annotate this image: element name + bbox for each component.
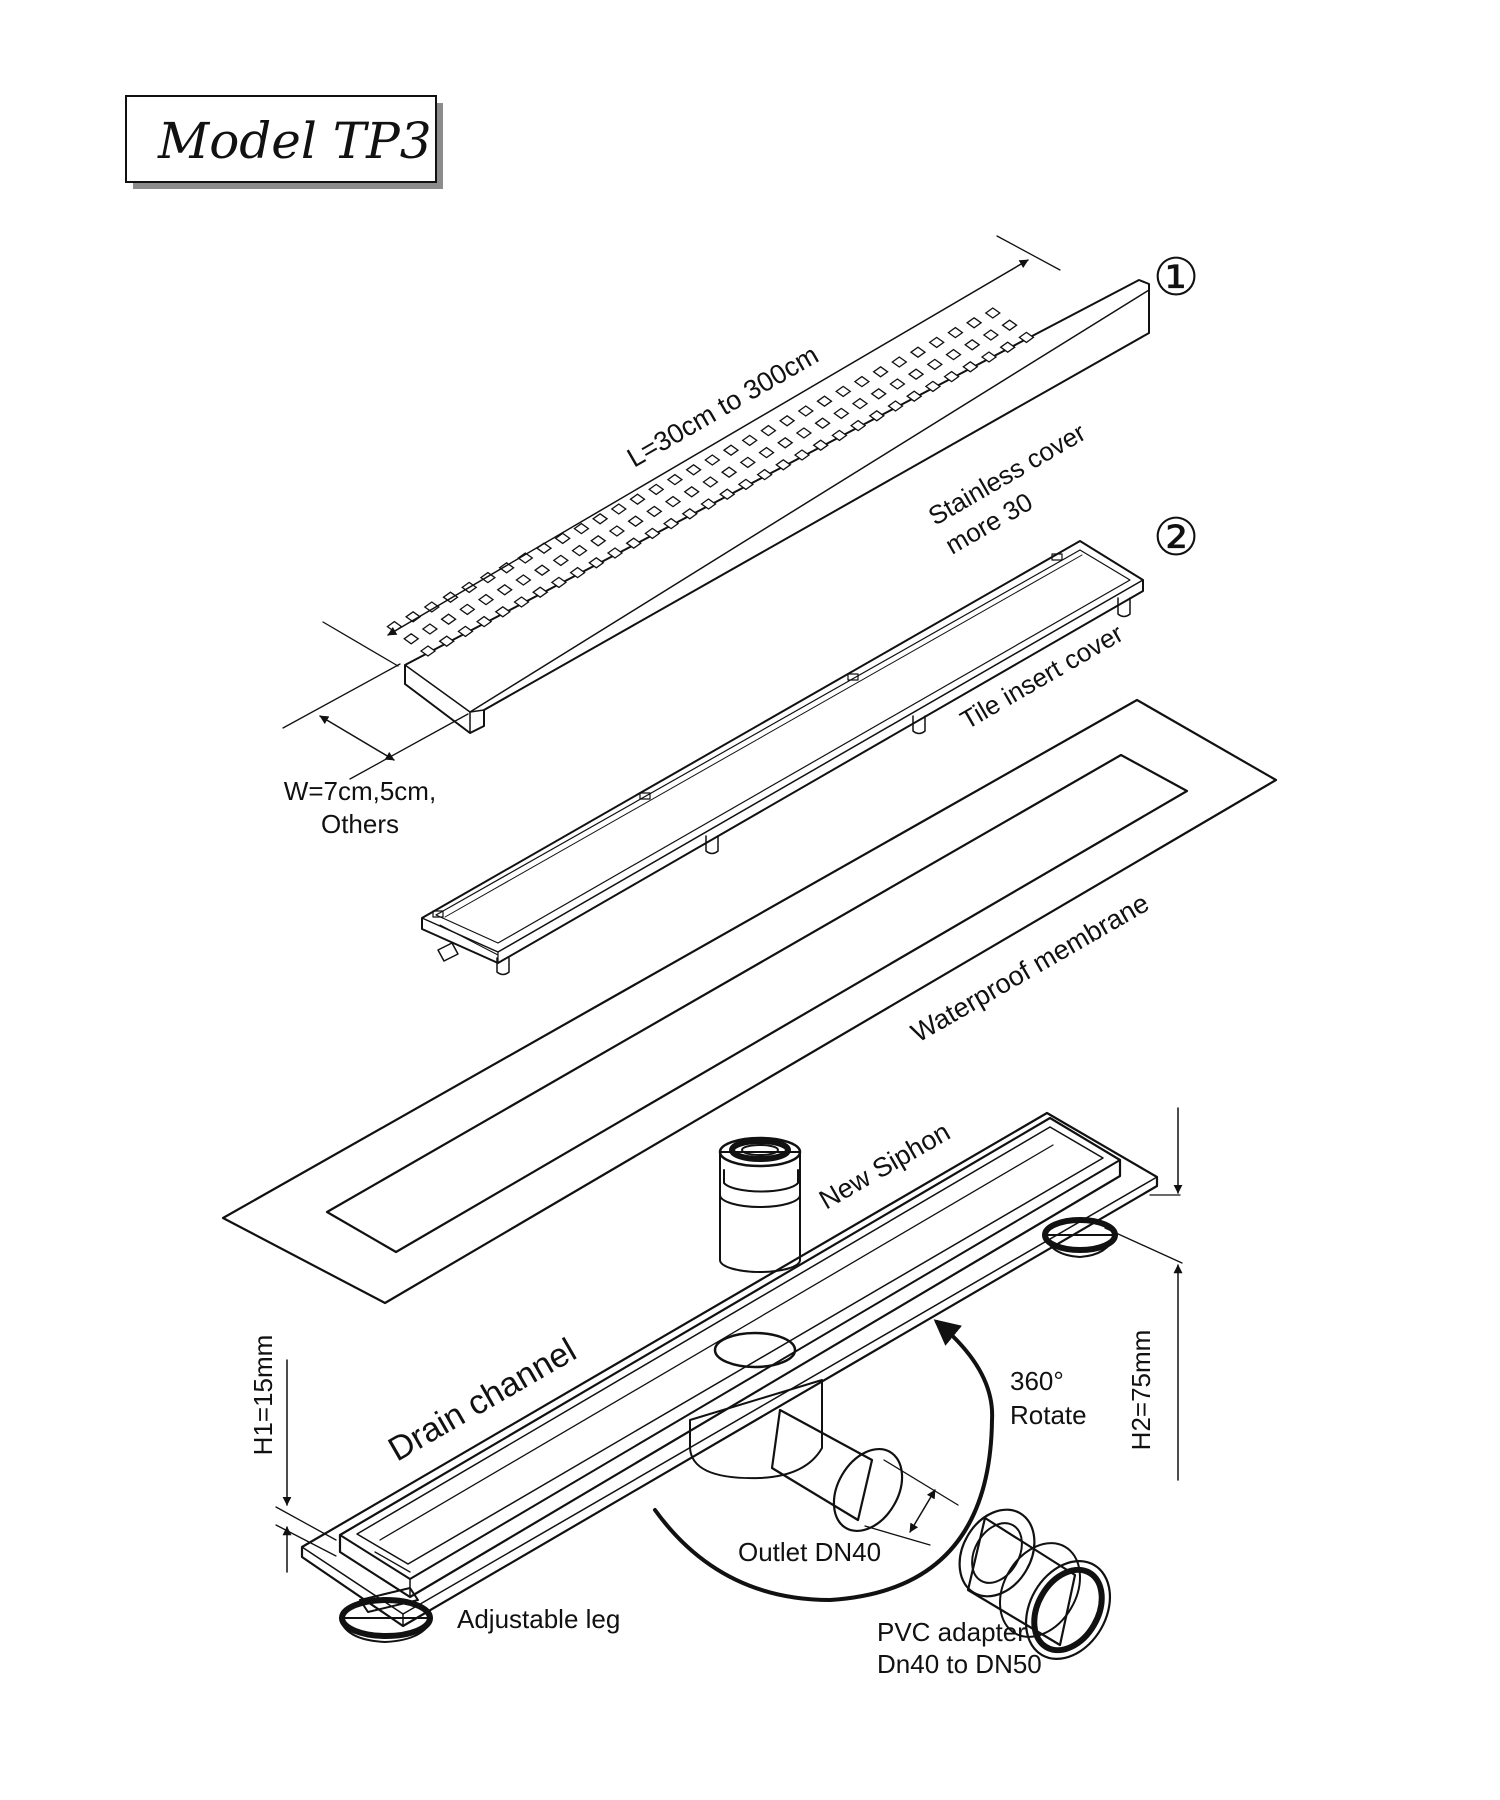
insert-clip (496, 957, 510, 976)
cover-slot (853, 375, 871, 388)
cover-slot (664, 495, 682, 508)
insert-clip (705, 835, 719, 855)
cover-slot (440, 613, 457, 625)
cover-slot (438, 635, 455, 647)
cover-slot (477, 593, 495, 606)
outlet-label: Outlet DN40 (738, 1537, 881, 1567)
cover-slot (496, 584, 513, 596)
cover-slot (870, 388, 887, 400)
rotate-label-line1: 360° (1010, 1366, 1064, 1396)
pvc-adapter-label-line1: PVC adapter (877, 1617, 1026, 1647)
cover-slot (797, 405, 814, 417)
adjustable-leg (1042, 1217, 1118, 1258)
cover-slot (777, 437, 794, 449)
cover-slot (835, 385, 852, 398)
cover-slot (515, 574, 532, 586)
insert-clip (437, 942, 459, 962)
cover-slot (535, 542, 553, 554)
cover-slot (386, 620, 403, 633)
cover-slot (403, 633, 420, 645)
cover-slot (982, 329, 1000, 341)
title-box: Model TP3 (125, 95, 443, 189)
cover-slot (814, 417, 831, 429)
cover-slot (666, 473, 684, 486)
rotate-label-line2: Rotate (1010, 1400, 1087, 1430)
cover-slot (907, 368, 925, 380)
cover-slot (945, 348, 962, 361)
tile-insert-cover (421, 540, 1144, 976)
adjustable-leg-label: Adjustable leg (457, 1604, 620, 1634)
cover-slot (965, 317, 983, 329)
h1-label: H1=15mm (248, 1335, 278, 1456)
width-label-line1: W=7cm,5cm, (284, 776, 436, 806)
cover-slot (889, 378, 906, 390)
h2-dimension (1104, 1107, 1183, 1481)
cover-slot (872, 366, 889, 378)
part-marker-2: ② (1153, 509, 1200, 567)
cover-slot (683, 486, 700, 498)
cover-slot (891, 356, 908, 368)
cover-slot (984, 307, 1001, 319)
cover-slot (552, 554, 569, 567)
cover-slot (739, 456, 756, 469)
membrane-label: Waterproof membrane (906, 888, 1154, 1049)
adjustable-leg (339, 1587, 433, 1643)
cover-slot (627, 515, 644, 527)
pvc-adapter (958, 1508, 1112, 1660)
cover-slot (702, 476, 719, 488)
part-marker-1: ① (1153, 249, 1200, 307)
length-dimension (322, 235, 1061, 667)
width-dimension (282, 663, 469, 780)
cover-slot-grid (386, 307, 1035, 657)
cover-slot (778, 415, 796, 427)
cover-slot (816, 395, 833, 407)
cover-slot (591, 513, 609, 525)
tile-insert-label: Tile insert cover (955, 618, 1128, 735)
pvc-adapter-label-line2: Dn40 to DN50 (877, 1649, 1042, 1679)
page-title: Model TP3 (157, 112, 432, 170)
cover-slot (590, 535, 607, 547)
cover-slot (947, 326, 964, 339)
cover-slot (758, 446, 775, 459)
cover-slot (795, 427, 813, 439)
cover-slot (928, 336, 945, 349)
cover-slot (421, 623, 439, 635)
cover-slot (926, 358, 943, 371)
cover-slot (741, 434, 758, 447)
waterproof-membrane (221, 698, 1278, 1305)
cover-slot (610, 503, 627, 515)
cover-slot (646, 505, 663, 518)
cover-slot (419, 645, 437, 657)
rotate-arrow (653, 1319, 995, 1602)
cover-slot (720, 466, 738, 478)
cover-slot (1001, 319, 1018, 331)
siphon (718, 1136, 802, 1273)
h1-dimension (275, 1359, 337, 1573)
cover-slot (571, 544, 588, 557)
siphon-label: New Siphon (814, 1116, 955, 1215)
length-label: L=30cm to 300cm (622, 340, 824, 474)
cover-slot (459, 603, 476, 616)
cover-slot (685, 464, 702, 476)
cover-slot (722, 444, 740, 456)
cover-slot (629, 493, 646, 505)
cover-slot (760, 424, 777, 437)
cover-slot (964, 339, 981, 351)
h2-label: H2=75mm (1126, 1330, 1156, 1451)
cover-slot (851, 397, 869, 410)
drain-channel (300, 1111, 1159, 1643)
insert-clip (912, 715, 926, 735)
cover-slot (533, 564, 551, 576)
cover-slot (833, 407, 850, 420)
cover-slot (704, 454, 721, 466)
insert-clip (1117, 597, 1131, 618)
cover-slot (648, 483, 665, 496)
outlet-dimension (864, 1459, 959, 1546)
cover-slot (608, 525, 626, 537)
width-label-line2: Others (321, 809, 399, 839)
cover-slot (909, 346, 927, 358)
